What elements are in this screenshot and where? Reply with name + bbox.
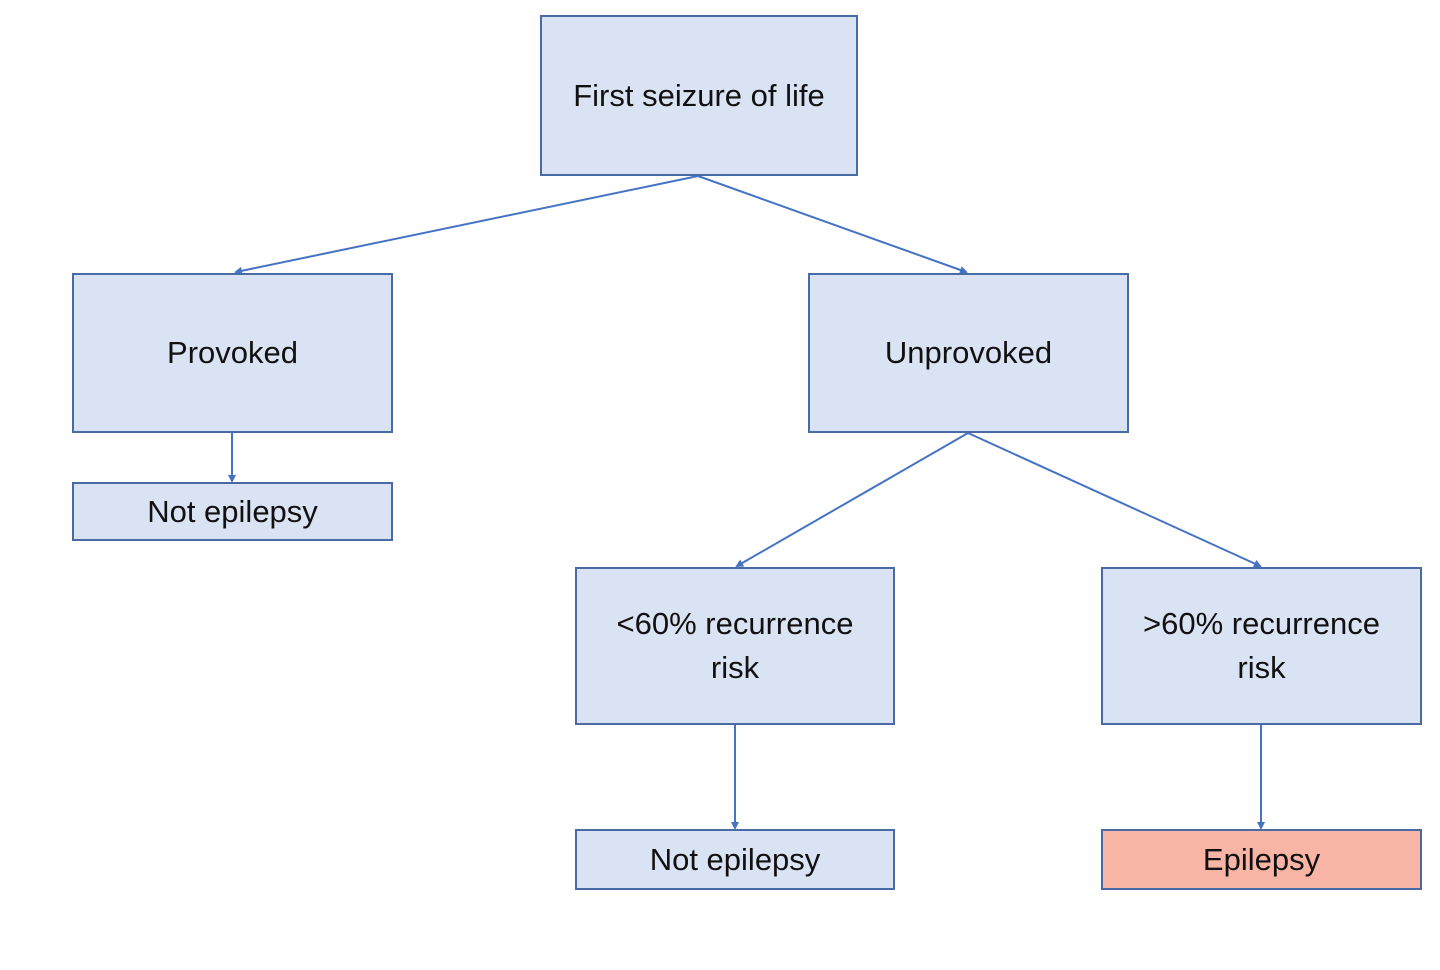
node-not-epilepsy-mid: Not epilepsy xyxy=(575,829,895,890)
node-low-recurrence-risk: <60% recurrence risk xyxy=(575,567,895,725)
edge-first-to-provoked xyxy=(234,175,699,275)
node-provoked: Provoked xyxy=(72,273,393,433)
node-high-recurrence-risk-label: >60% recurrence risk xyxy=(1143,606,1380,685)
edge-first-to-unprovoked xyxy=(697,175,968,274)
node-provoked-label: Provoked xyxy=(167,335,298,370)
node-unprovoked-label: Unprovoked xyxy=(884,335,1053,370)
node-low-recurrence-risk-label: <60% recurrence risk xyxy=(616,606,854,685)
node-first-seizure-label: First seizure of life xyxy=(573,77,825,113)
node-first-seizure: First seizure of life xyxy=(540,15,858,176)
node-not-epilepsy-left-label: Not epilepsy xyxy=(147,493,318,529)
edge-unprovoked-to-low-risk xyxy=(735,432,969,567)
node-high-recurrence-risk: >60% recurrence risk xyxy=(1101,567,1422,725)
node-epilepsy-label: Epilepsy xyxy=(1202,841,1321,877)
node-epilepsy: Epilepsy xyxy=(1101,829,1422,890)
node-not-epilepsy-left: Not epilepsy xyxy=(72,482,393,541)
node-unprovoked: Unprovoked xyxy=(808,273,1129,433)
edge-unprovoked-to-high-risk xyxy=(967,432,1262,568)
node-not-epilepsy-mid-label: Not epilepsy xyxy=(649,841,821,877)
